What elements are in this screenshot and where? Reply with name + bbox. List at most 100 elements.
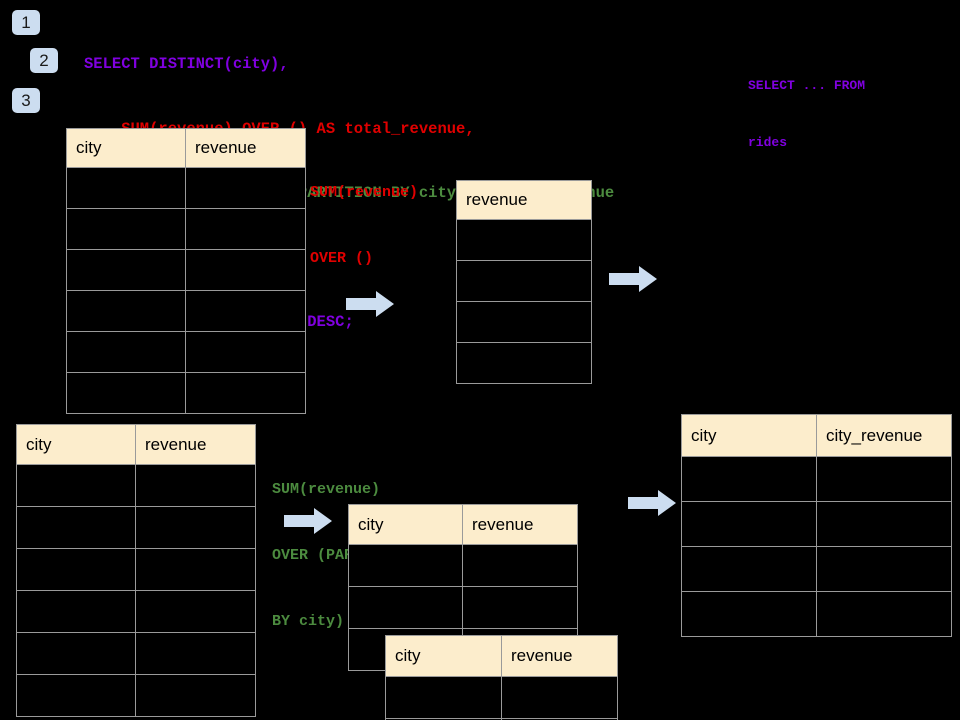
step-badge-1: 1 [12,10,40,35]
table-cell [456,260,592,302]
annotation-select-from-line2: rides [748,135,788,150]
table-cell [385,676,502,719]
table-cell [135,464,256,507]
table-cell [456,219,592,261]
table-cell [16,506,136,549]
table-cell [66,208,186,250]
table-row [385,676,618,719]
table-cell [135,632,256,675]
column-header-revenue: revenue [456,180,592,220]
table-cell [185,208,306,250]
step-badge-3: 3 [12,88,40,113]
table-cell [66,249,186,291]
table-row [16,548,256,591]
step-badge-2: 2 [30,48,58,73]
total-revenue-table: revenue [456,180,592,384]
table-row [16,506,256,549]
column-header-city: city [16,424,136,465]
table-cell [681,501,817,547]
table-row [66,249,306,291]
arrow-total-to-result [609,266,657,292]
table-row [66,208,306,250]
table-cell [501,676,618,719]
table-cell [501,718,618,720]
rides-source-table-bottom: city revenue [16,424,256,717]
table-row [66,167,306,209]
table-row [681,456,952,502]
table-row [681,591,952,637]
table-cell [816,591,952,637]
table-header-row: city revenue [16,424,256,465]
table-cell [135,590,256,633]
table-row [66,372,306,414]
column-header-revenue: revenue [462,504,578,545]
table-header-row: city city_revenue [681,414,952,457]
table-row [66,290,306,332]
column-header-city-revenue: city_revenue [816,414,952,457]
table-cell [456,301,592,343]
table-cell [66,331,186,373]
table-cell [462,586,578,629]
annotation-sum-over-empty-line2: OVER () [310,250,374,267]
city-revenue-result-table: city city_revenue [681,414,952,637]
table-cell [16,548,136,591]
table-row [16,632,256,675]
table-cell [185,249,306,291]
annotation-select-from-line1: SELECT ... FROM [748,78,866,93]
column-header-city: city [385,635,502,677]
table-cell [816,456,952,502]
column-header-city: city [66,128,186,168]
table-row [348,544,578,587]
table-header-row: revenue [456,180,592,220]
table-cell [16,674,136,717]
table-row [16,674,256,717]
column-header-revenue: revenue [501,635,618,677]
table-row [66,331,306,373]
table-cell [16,632,136,675]
annotation-sum-over-empty: SUM(revenue) OVER () [310,138,418,314]
table-cell [185,372,306,414]
table-row [348,586,578,629]
table-header-row: city revenue [348,504,578,545]
table-row [456,260,592,302]
table-cell [681,456,817,502]
table-row [456,219,592,261]
table-cell [348,586,463,629]
table-cell [135,548,256,591]
table-row [16,464,256,507]
partition-group-table-b: city revenue [385,635,618,720]
table-cell [816,501,952,547]
table-cell [462,544,578,587]
annotation-sum-over-partition-line1: SUM(revenue) [272,481,381,498]
table-cell [185,167,306,209]
table-header-row: city revenue [385,635,618,677]
table-cell [185,331,306,373]
arrow-source-to-total [346,291,394,317]
table-cell [66,290,186,332]
annotation-sum-over-empty-line1: SUM(revenue) [310,184,419,201]
table-cell [456,342,592,384]
arrow-partition-to-result [628,490,676,516]
table-cell [185,290,306,332]
rides-source-table: city revenue [66,128,306,414]
table-row [681,546,952,592]
annotation-select-from: SELECT ... FROM rides [748,38,865,190]
table-cell [348,544,463,587]
column-header-revenue: revenue [185,128,306,168]
table-cell [66,167,186,209]
table-cell [16,464,136,507]
table-cell [16,590,136,633]
table-cell [135,674,256,717]
table-cell [816,546,952,592]
table-row [385,718,618,720]
table-row [16,590,256,633]
column-header-revenue: revenue [135,424,256,465]
arrow-source-to-partition [284,508,332,534]
table-cell [66,372,186,414]
table-row [456,342,592,384]
table-row [681,501,952,547]
annotation-sum-over-partition-line3: BY city) [272,613,345,630]
table-cell [135,506,256,549]
table-cell [681,546,817,592]
